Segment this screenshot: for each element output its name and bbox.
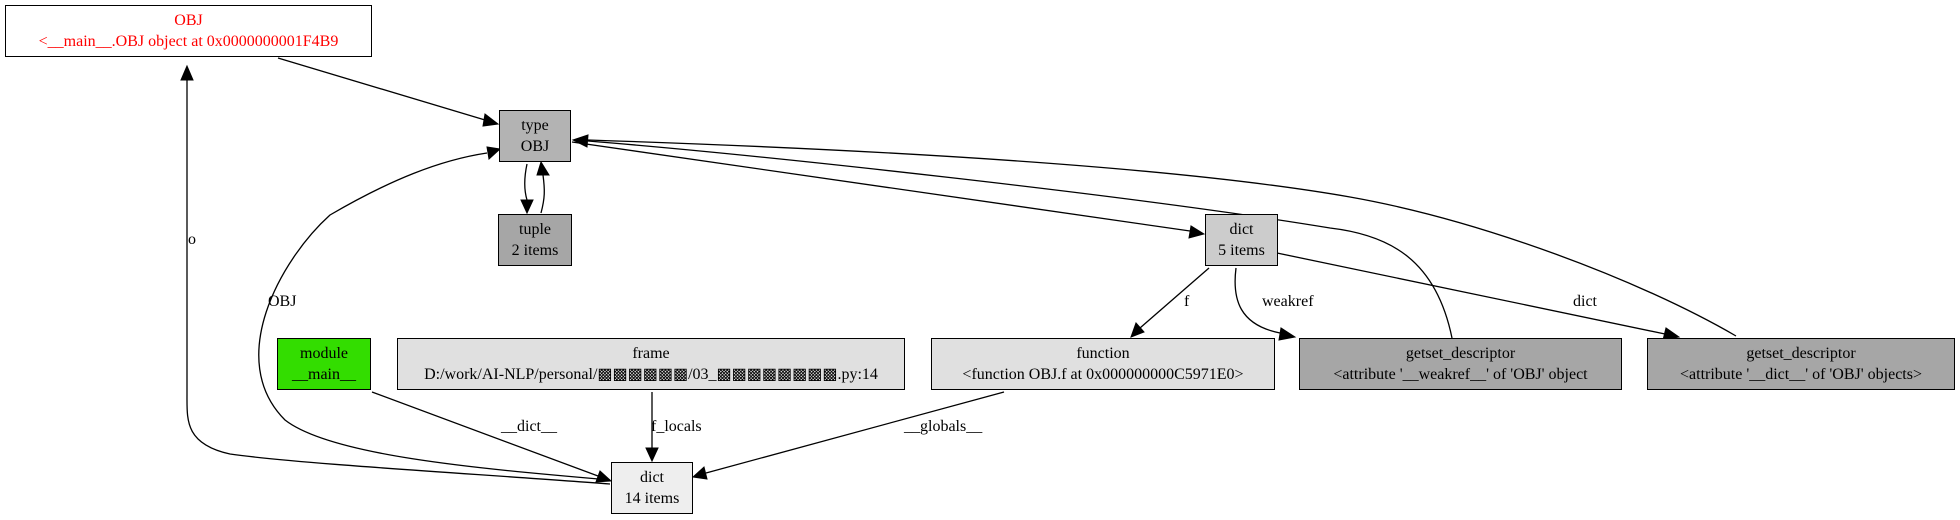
node-obj-instance[interactable]: OBJ <__main__.OBJ object at 0x0000000001… <box>5 5 372 57</box>
node-function[interactable]: function <function OBJ.f at 0x000000000C… <box>931 338 1275 390</box>
node-getset-dict-title: getset_descriptor <box>1746 345 1856 362</box>
arrowhead-dict14-to-type <box>486 146 502 160</box>
edge-obj-to-type <box>277 57 486 121</box>
arrowhead-module-to-dict14 <box>595 470 613 483</box>
arrowhead-obj-to-type <box>482 113 500 127</box>
node-getset-weakref-title: getset_descriptor <box>1405 345 1516 362</box>
node-getset-weakref[interactable]: getset_descriptor <attribute '__weakref_… <box>1299 338 1622 390</box>
node-tuple-count: 2 items <box>511 242 559 259</box>
node-getset-dict-repr: <attribute '__dict__' of 'OBJ' objects> <box>1680 366 1922 383</box>
edge-getsetdict-to-type <box>587 139 1737 337</box>
arrowhead-tuple-to-type <box>536 160 550 176</box>
arrowhead-dict14-to-obj <box>180 64 194 81</box>
node-tuple-title: tuple <box>519 221 551 238</box>
arrowhead-dict5-to-function <box>1130 322 1145 338</box>
node-module-title: module <box>300 345 348 362</box>
node-dict-5-title: dict <box>1229 221 1254 238</box>
arrowhead-frame-to-dict14 <box>645 447 659 463</box>
node-function-repr: <function OBJ.f at 0x000000000C5971E0> <box>962 366 1244 383</box>
node-getset-weakref-repr: <attribute '__weakref__' of 'OBJ' object <box>1333 366 1588 383</box>
edge-label-f-locals: f_locals <box>651 418 702 435</box>
edge-dict14-to-type <box>258 152 611 481</box>
node-dict-5-items[interactable]: dict 5 items <box>1205 214 1278 266</box>
edge-dict5-to-function <box>1139 267 1210 329</box>
edge-label-o: o <box>188 231 196 248</box>
node-module-name: __main__ <box>292 366 356 383</box>
edge-function-to-dict14 <box>705 391 1005 474</box>
edge-type-to-tuple <box>524 163 528 201</box>
edge-dict14-to-obj <box>186 80 611 485</box>
node-obj-instance-title: OBJ <box>174 12 203 29</box>
edge-module-to-dict14 <box>371 391 599 477</box>
node-tuple[interactable]: tuple 2 items <box>498 214 572 266</box>
edge-dict5-to-weakref <box>1234 267 1281 334</box>
edge-label-globals: __globals__ <box>904 418 983 435</box>
edge-label-dict: dict <box>1573 293 1597 310</box>
arrowhead-type-to-tuple <box>520 199 534 215</box>
edge-label-obj: OBJ <box>268 293 297 310</box>
node-getset-dict[interactable]: getset_descriptor <attribute '__dict__' … <box>1647 338 1955 390</box>
edge-label-f: f <box>1184 293 1190 310</box>
node-dict-5-count: 5 items <box>1218 242 1265 259</box>
node-dict-14-title: dict <box>640 469 664 486</box>
arrowhead-function-to-dict14 <box>691 466 708 480</box>
node-frame[interactable]: frame D:/work/AI-NLP/personal/▩▩▩▩▩▩/03_… <box>397 338 905 390</box>
node-dict-14-items[interactable]: dict 14 items <box>611 462 693 514</box>
edge-type-to-dict5 <box>571 141 1191 232</box>
node-frame-location: D:/work/AI-NLP/personal/▩▩▩▩▩▩/03_▩▩▩▩▩▩… <box>424 366 878 383</box>
edge-dict5-to-getsetdict <box>1276 252 1666 335</box>
edge-weakref-to-type <box>587 140 1453 339</box>
node-type-obj-title: type <box>521 117 549 134</box>
arrowhead-weakref-to-type <box>571 134 589 148</box>
node-type-obj-name: OBJ <box>520 138 550 155</box>
edge-label-dunder-dict: __dict__ <box>501 418 557 435</box>
node-module-main[interactable]: module __main__ <box>277 338 371 390</box>
edge-label-weakref: weakref <box>1262 293 1314 310</box>
edge-tuple-to-type <box>540 174 545 214</box>
node-obj-instance-repr: <__main__.OBJ object at 0x0000000001F4B9 <box>38 33 339 50</box>
node-type-obj[interactable]: type OBJ <box>499 110 571 162</box>
arrowhead-dict5-to-weakref <box>1278 327 1297 341</box>
node-function-title: function <box>1076 345 1130 362</box>
arrowhead-type-to-dict5 <box>1188 225 1206 239</box>
node-dict-14-count: 14 items <box>624 490 680 507</box>
node-frame-title: frame <box>632 345 670 362</box>
